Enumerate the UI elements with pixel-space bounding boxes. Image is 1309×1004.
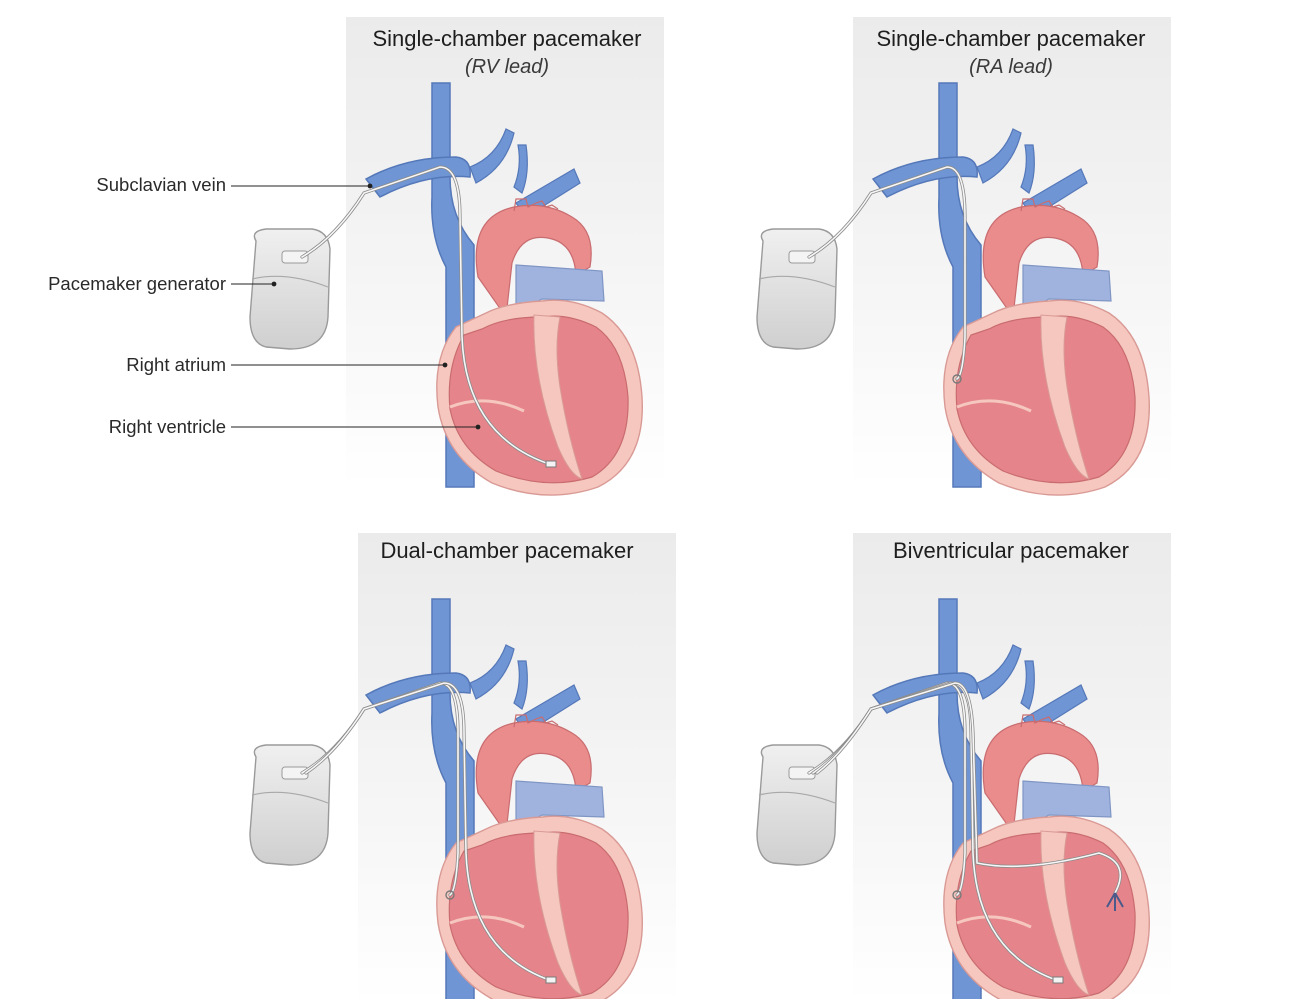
tricuspid-valve [956, 399, 1032, 413]
label-right-atrium: Right atrium [126, 354, 226, 375]
panel-1-heart [249, 82, 643, 496]
callout-subclavian-vein-dot [367, 183, 373, 189]
aortic-arch [475, 204, 592, 319]
lead-rv-tip [545, 976, 557, 984]
generator-body [756, 228, 838, 350]
generator-body [249, 228, 331, 350]
tricuspid-valve [449, 399, 525, 413]
panel-1-title: Single-chamber pacemaker [372, 26, 642, 51]
generator-body [249, 744, 331, 866]
interventricular-septum [533, 314, 583, 480]
pacemaker-generator [249, 744, 331, 866]
tricuspid-valve [449, 915, 525, 929]
lead-ra-tip [952, 890, 962, 900]
lead-rv-tip [1052, 976, 1064, 984]
aortic-arch [982, 720, 1099, 835]
label-right-ventricle: Right ventricle [108, 416, 226, 437]
label-pacemaker-generator: Pacemaker generator [48, 273, 226, 294]
panel-4-heart [756, 598, 1150, 1004]
lead-rv [305, 682, 553, 982]
callout-right-ventricle-dot [475, 424, 481, 430]
panel-2-subtitle: (RA lead) [969, 56, 1053, 78]
callout-pacemaker-generator-dot [271, 281, 277, 287]
panel-4-title: Biventricular pacemaker [893, 538, 1129, 563]
lead-lv-tip [1106, 892, 1124, 911]
jugular-branch [469, 128, 515, 184]
jugular-branch [469, 644, 515, 700]
pacemaker-generator [756, 228, 838, 350]
aortic-arch [982, 204, 1099, 319]
aortic-branches [1020, 198, 1066, 212]
interventricular-septum [533, 830, 583, 996]
panel-3-title: Dual-chamber pacemaker [380, 538, 634, 563]
panel-2-title: Single-chamber pacemaker [876, 26, 1146, 51]
aortic-branches [513, 198, 559, 212]
generator-edge [251, 275, 329, 288]
jugular-branch [976, 128, 1022, 184]
lead-ra-tip [952, 374, 962, 384]
tricuspid-valve [956, 915, 1032, 929]
generator-edge [758, 791, 836, 804]
lead-rv [301, 166, 553, 466]
jugular-branch [976, 644, 1022, 700]
aortic-arch [475, 720, 592, 835]
panel-3-heart [249, 598, 643, 1004]
generator-body [756, 744, 838, 866]
neck-vein-branch [1020, 660, 1035, 710]
generator-header [281, 250, 309, 264]
generator-header [788, 250, 816, 264]
neck-vein-branch [1020, 144, 1035, 194]
label-subclavian-vein: Subclavian vein [96, 174, 226, 195]
generator-edge [251, 791, 329, 804]
neck-vein-branch [513, 660, 528, 710]
generator-edge [758, 275, 836, 288]
neck-vein-branch [513, 144, 528, 194]
pacemaker-generator [756, 744, 838, 866]
callout-right-atrium-dot [442, 362, 448, 368]
lead-ra-tip [445, 890, 455, 900]
interventricular-septum [1040, 830, 1090, 996]
aortic-branches [513, 714, 559, 728]
panel-1-subtitle: (RV lead) [464, 56, 550, 78]
interventricular-septum [1040, 314, 1090, 480]
lead-lv [816, 682, 1122, 894]
lead-ra [808, 166, 966, 380]
pacemaker-generator [249, 228, 331, 350]
panel-2-heart [756, 82, 1150, 496]
aortic-branches [1020, 714, 1066, 728]
lead-rv-tip [545, 460, 557, 468]
